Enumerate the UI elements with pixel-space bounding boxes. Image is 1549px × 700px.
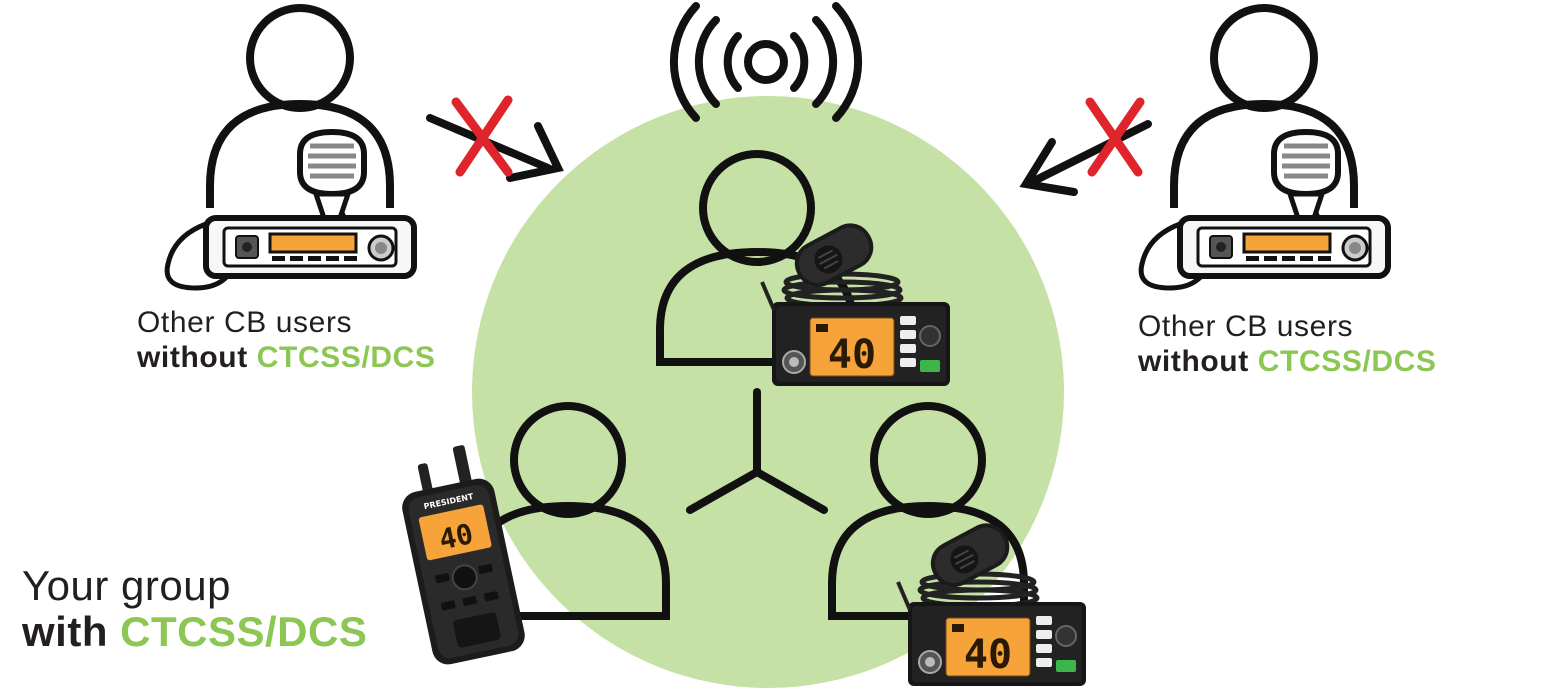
blocked-arrow-icon-left bbox=[426, 95, 564, 182]
right-caption-accent: CTCSS/DCS bbox=[1257, 345, 1437, 379]
other-user-right bbox=[1141, 4, 1388, 288]
group-caption: Your group with CTCSS/DCS bbox=[22, 562, 367, 655]
mic-icon-left bbox=[300, 132, 364, 222]
person-icon-bottom-right bbox=[828, 402, 1028, 620]
right-caption-line2: without CTCSS/DCS bbox=[1138, 344, 1437, 379]
right-caption-prefix: without bbox=[1138, 345, 1249, 379]
blocked-arrow-icon-right bbox=[1019, 97, 1152, 196]
group-caption-line1: Your group bbox=[22, 562, 231, 609]
left-users-caption: Other CB users without CTCSS/DCS bbox=[137, 305, 436, 376]
handheld-radio-icon: PRESIDENT 40 bbox=[402, 445, 525, 665]
group-caption-line2: with CTCSS/DCS bbox=[22, 609, 367, 655]
cb-radio-icon-right bbox=[1141, 218, 1388, 288]
left-caption-prefix: without bbox=[137, 341, 248, 375]
group-circle bbox=[472, 96, 1064, 688]
lcd-channel-readout: 40 bbox=[436, 517, 476, 556]
left-caption-line1: Other CB users bbox=[137, 306, 353, 339]
left-caption-line2: without CTCSS/DCS bbox=[137, 340, 436, 375]
group-caption-accent: CTCSS/DCS bbox=[120, 608, 368, 656]
person-icon-left bbox=[206, 4, 394, 208]
left-caption-accent: CTCSS/DCS bbox=[256, 341, 436, 375]
cb-radio-icon-left bbox=[167, 218, 414, 288]
other-user-left bbox=[167, 4, 414, 288]
group-link-icon bbox=[686, 388, 828, 514]
right-users-caption: Other CB users without CTCSS/DCS bbox=[1138, 309, 1437, 380]
group-caption-prefix: with bbox=[22, 608, 108, 656]
mic-icon-right bbox=[1274, 132, 1338, 222]
right-caption-line1: Other CB users bbox=[1138, 310, 1354, 343]
person-icon-right bbox=[1170, 4, 1358, 208]
